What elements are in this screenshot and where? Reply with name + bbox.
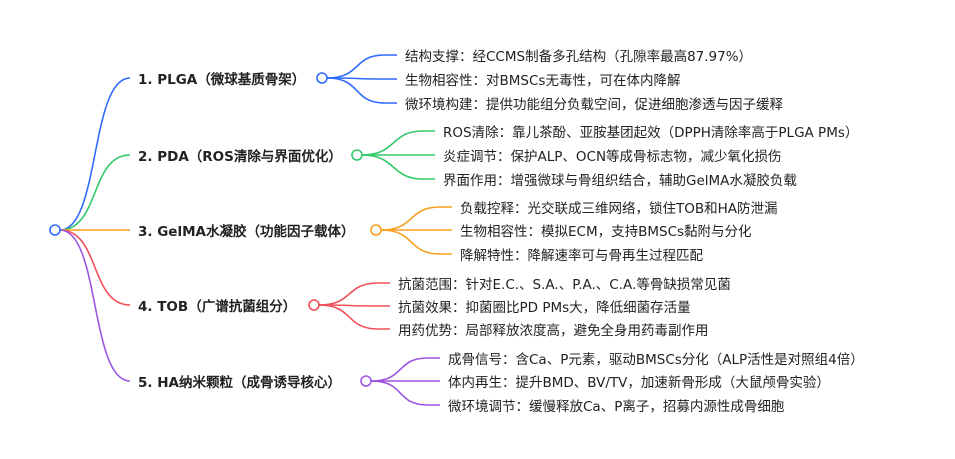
leaf-label[interactable]: 用药优势：局部释放浓度高，避免全身用药毒副作用 bbox=[398, 323, 709, 339]
leaf-label[interactable]: 成骨信号：含Ca、P元素，驱动BMSCs分化（ALP活性是对照组4倍） bbox=[448, 352, 864, 368]
leaf-link bbox=[380, 206, 452, 231]
leaf-label[interactable]: 微环境构建：提供功能组分负载空间，促进细胞渗透与因子缓释 bbox=[405, 97, 783, 113]
root-link bbox=[59, 154, 131, 231]
branch-label[interactable]: 2. PDA（ROS清除与界面优化） bbox=[138, 149, 342, 165]
leaf-link bbox=[326, 54, 397, 79]
branch-label[interactable]: 3. GelMA水凝胶（功能因子载体） bbox=[138, 224, 355, 240]
leaf-label[interactable]: 负载控释：光交联成三维网络，锁住TOB和HA防泄漏 bbox=[460, 201, 778, 217]
leaf-label[interactable]: 炎症调节：保护ALP、OCN等成骨标志物，减少氧化损伤 bbox=[443, 149, 782, 165]
leaf-label[interactable]: ROS清除：靠儿茶酚、亚胺基团起效（DPPH清除率高于PLGA PMs） bbox=[443, 125, 859, 141]
root-link bbox=[59, 77, 131, 231]
leaf-label[interactable]: 界面作用：增强微球与骨组织结合，辅助GelMA水凝胶负载 bbox=[443, 173, 797, 189]
branch-label[interactable]: 1. PLGA（微球基质骨架） bbox=[138, 72, 306, 88]
root-link bbox=[59, 229, 131, 306]
collapse-toggle-icon[interactable] bbox=[360, 375, 372, 387]
root-link bbox=[59, 229, 131, 382]
leaf-label[interactable]: 结构支撑：经CCMS制备多孔结构（孔隙率最高87.97%） bbox=[405, 49, 753, 65]
leaf-link bbox=[370, 380, 440, 406]
branch-label[interactable]: 4. TOB（广谱抗菌组分） bbox=[138, 299, 297, 315]
leaf-link bbox=[326, 77, 397, 104]
leaf-link bbox=[318, 304, 390, 330]
leaf-label[interactable]: 体内再生：提升BMD、BV/TV，加速新骨形成（大鼠颅骨实验） bbox=[448, 375, 830, 391]
collapse-toggle-icon[interactable] bbox=[351, 149, 363, 161]
root-node-icon[interactable] bbox=[49, 224, 61, 236]
leaf-label[interactable]: 抗菌效果：抑菌圈比PD PMs大，降低细菌存活量 bbox=[398, 300, 691, 316]
leaf-link bbox=[361, 154, 435, 180]
leaf-label[interactable]: 降解特性：降解速率可与骨再生过程匹配 bbox=[460, 248, 703, 264]
leaf-link bbox=[370, 357, 440, 382]
leaf-link bbox=[326, 77, 397, 80]
leaf-link bbox=[318, 282, 390, 306]
leaf-label[interactable]: 生物相容性：对BMSCs无毒性，可在体内降解 bbox=[405, 73, 681, 89]
branch-label[interactable]: 5. HA纳米颗粒（成骨诱导核心） bbox=[138, 375, 341, 391]
leaf-label[interactable]: 微环境调节：缓慢释放Ca、P离子，招募内源性成骨细胞 bbox=[448, 399, 785, 415]
leaf-link bbox=[380, 229, 452, 255]
collapse-toggle-icon[interactable] bbox=[316, 72, 328, 84]
leaf-label[interactable]: 生物相容性：模拟ECM，支持BMSCs黏附与分化 bbox=[460, 224, 752, 240]
collapse-toggle-icon[interactable] bbox=[370, 224, 382, 236]
leaf-label[interactable]: 抗菌范围：针对E.C.、S.A.、P.A.、C.A.等骨缺损常见菌 bbox=[398, 277, 731, 293]
leaf-link bbox=[361, 130, 435, 156]
collapse-toggle-icon[interactable] bbox=[308, 299, 320, 311]
